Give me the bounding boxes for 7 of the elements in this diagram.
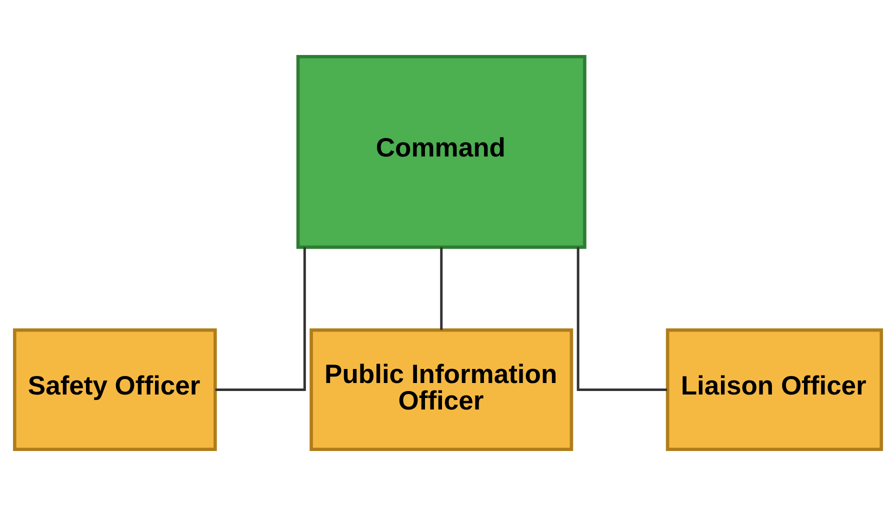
- node-box: Liaison Officer: [666, 328, 883, 452]
- connector: [215, 247, 306, 391]
- connector: [576, 247, 668, 391]
- node-box: Safety Officer: [13, 328, 217, 452]
- connector: [440, 247, 443, 330]
- node-box: Public Information Officer: [310, 328, 574, 452]
- node-box: Command: [296, 54, 586, 249]
